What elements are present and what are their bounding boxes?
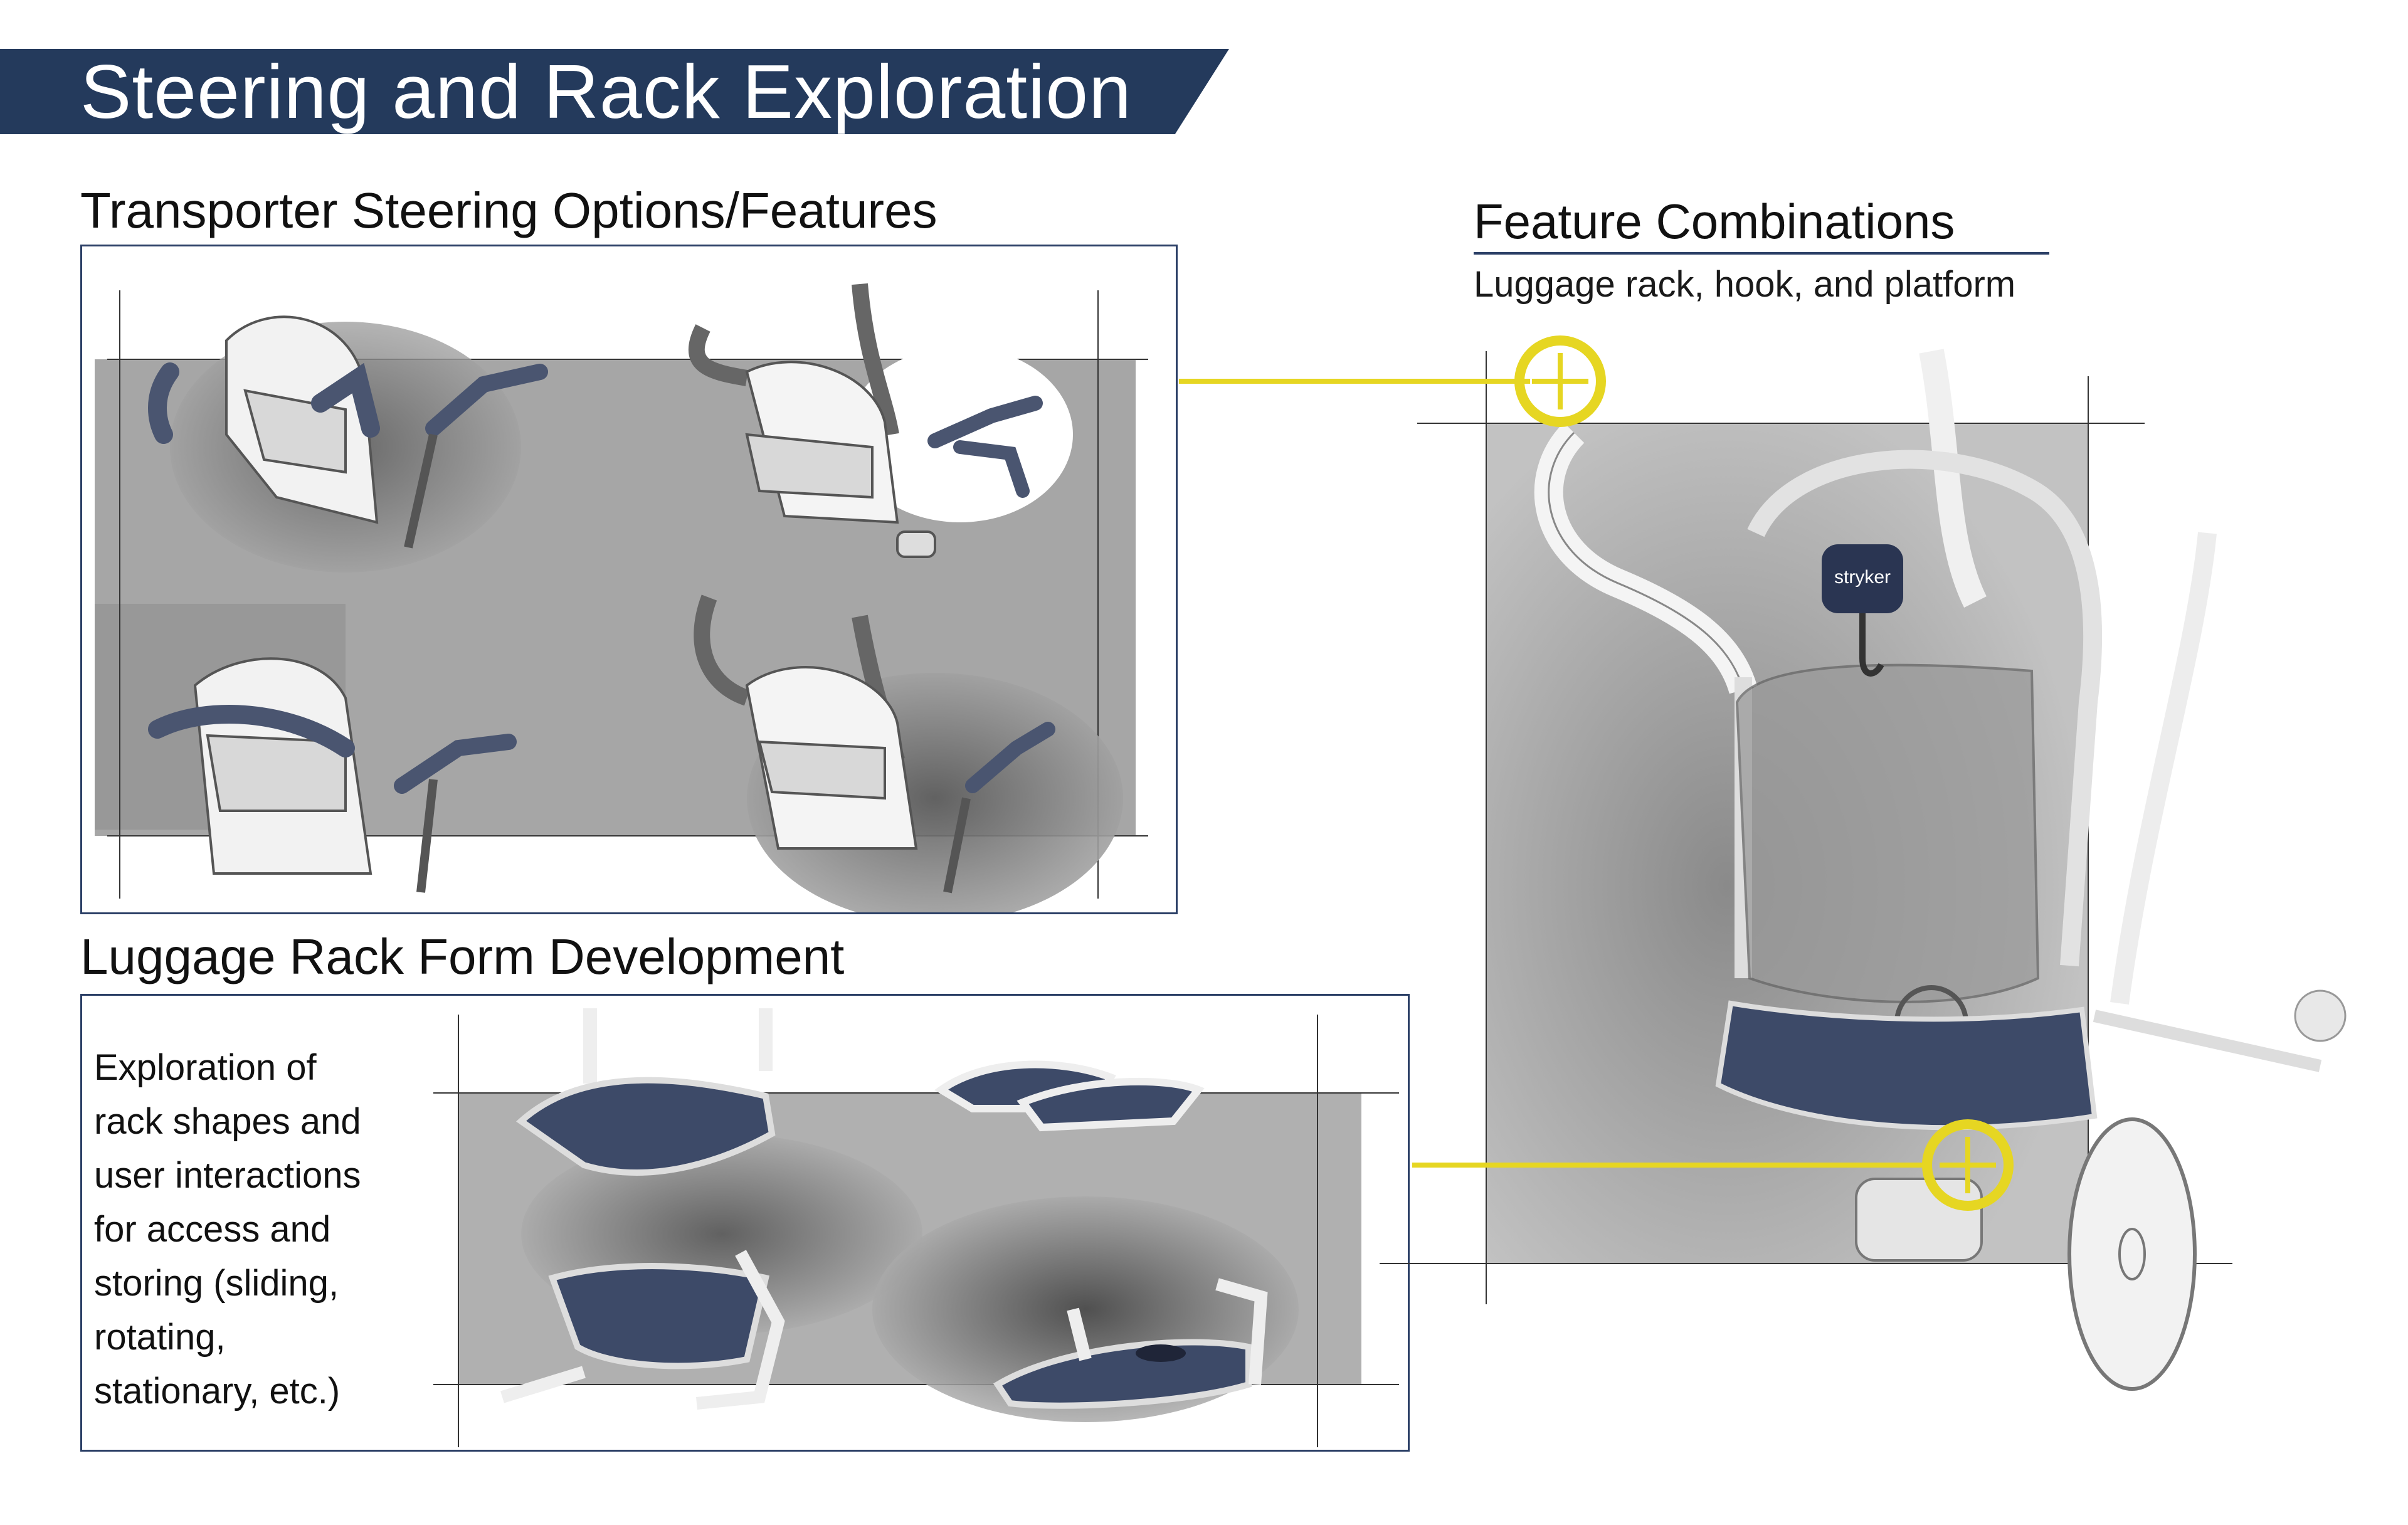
steering-chair-sketch-2 <box>688 283 1043 558</box>
rack-sketches <box>433 1008 1399 1447</box>
title-banner <box>0 49 1229 134</box>
steering-section-title: Transporter Steering Options/Features <box>80 182 937 238</box>
rack-form-sketch-3 <box>500 1250 785 1410</box>
hook <box>1859 613 1884 677</box>
features-section-title: Feature Combinations <box>1474 194 1955 249</box>
rear-wheel <box>2067 1117 2197 1391</box>
rack-section-title: Luggage Rack Form Development <box>80 929 845 984</box>
rack-form-sketch-2 <box>934 1060 1205 1132</box>
brand-mark: stryker <box>1834 567 1891 588</box>
rack-development-panel <box>80 994 1410 1452</box>
callout-marker-hook <box>1514 335 1606 427</box>
steering-options-panel <box>80 245 1178 914</box>
steering-chair-sketch-4 <box>694 594 1055 894</box>
hook-tag <box>1822 544 1903 613</box>
callout-marker-platform <box>1922 1119 2014 1211</box>
page-title: Steering and Rack Exploration <box>80 49 1132 134</box>
features-subtitle: Luggage rack, hook, and platform <box>1474 264 2016 305</box>
rack-form-sketch-4 <box>993 1278 1268 1409</box>
steering-sketches <box>95 283 1148 912</box>
rack-form-sketch-1 <box>515 1008 776 1176</box>
luggage-bag <box>1735 663 2040 1003</box>
rack-description: Exploration of rack shapes and user inte… <box>94 1047 361 1412</box>
steering-chair-sketch-3 <box>148 657 517 893</box>
steering-chair-sketch-1 <box>148 315 548 549</box>
luggage-platform <box>1715 1000 2098 1131</box>
features-title-underline <box>1474 252 2049 255</box>
